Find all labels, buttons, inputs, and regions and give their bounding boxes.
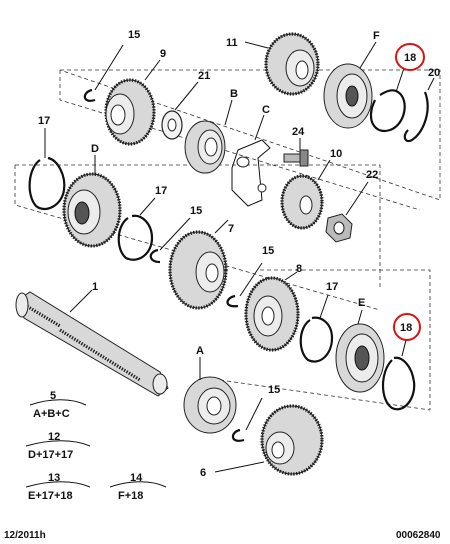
primary-shaft-1 xyxy=(15,291,169,397)
label-6: 6 xyxy=(200,467,206,479)
label-17-left: 17 xyxy=(38,115,50,127)
assembly-frames xyxy=(14,69,441,411)
synchro-ring-18-bottom xyxy=(381,356,416,411)
synchro-ring-18-top xyxy=(369,89,406,133)
label-E: E xyxy=(358,297,365,309)
label-8: 8 xyxy=(296,263,302,275)
gear-7 xyxy=(168,230,228,310)
circlip-20 xyxy=(403,91,429,143)
label-18-top: 18 xyxy=(404,52,416,64)
bolt-24 xyxy=(283,149,309,167)
legend-14-value: F+18 xyxy=(118,490,143,502)
label-17-right: 17 xyxy=(326,281,338,293)
label-17-mid: 17 xyxy=(155,185,167,197)
label-20: 20 xyxy=(428,67,440,79)
synchro-F xyxy=(323,63,373,129)
legend-14-key: 14 xyxy=(130,472,143,484)
label-9: 9 xyxy=(160,48,166,60)
synchro-ring-17-right xyxy=(299,316,334,363)
legend-13-value: E+17+18 xyxy=(28,490,73,502)
legend-12-value: D+17+17 xyxy=(28,449,73,461)
synchro-ring-17-left xyxy=(28,156,66,211)
callout-labels: 15 9 21 B 11 F 18 20 C 24 10 22 17 D 17 … xyxy=(38,29,440,479)
legend-5-key: 5 xyxy=(50,390,56,402)
gear-8 xyxy=(244,276,300,352)
label-11: 11 xyxy=(226,37,238,49)
label-24: 24 xyxy=(292,126,305,138)
circlip-15-top xyxy=(83,88,96,102)
label-10: 10 xyxy=(330,148,342,160)
legend-12-key: 12 xyxy=(48,431,60,443)
label-C: C xyxy=(262,104,270,116)
label-7: 7 xyxy=(228,223,234,235)
gear-11 xyxy=(264,32,320,96)
label-15-row3: 15 xyxy=(262,245,274,257)
washer-21 xyxy=(161,110,183,140)
gear-9 xyxy=(104,78,156,146)
label-15-mid: 15 xyxy=(190,205,202,217)
label-22: 22 xyxy=(366,169,378,181)
label-21: 21 xyxy=(198,70,210,82)
bearing-A xyxy=(183,376,237,434)
selector-bracket-C xyxy=(231,139,271,207)
gear-6 xyxy=(260,404,324,476)
synchro-ring-17-mid xyxy=(117,214,154,261)
legend-13-key: 13 xyxy=(48,472,60,484)
label-15-bottom: 15 xyxy=(268,384,280,396)
legend-5-value: A+B+C xyxy=(33,408,70,420)
label-15-top: 15 xyxy=(128,29,140,41)
highlight-18-top xyxy=(395,43,425,71)
label-18-bottom: 18 xyxy=(400,322,412,334)
label-D: D xyxy=(91,143,99,155)
circlip-15-mid xyxy=(149,248,161,264)
kit-legend: 5 A+B+C 12 D+17+17 13 E+17+18 14 F+18 xyxy=(25,390,167,502)
label-F: F xyxy=(373,30,380,42)
bearing-B xyxy=(184,120,226,174)
footer-date: 12/2011h xyxy=(4,530,46,541)
label-B: B xyxy=(230,88,238,100)
footer-reference: 00062840 xyxy=(396,530,441,541)
highlight-18-bottom xyxy=(393,313,421,341)
label-A: A xyxy=(196,345,204,357)
label-1: 1 xyxy=(92,281,98,293)
synchro-E xyxy=(335,323,385,393)
gear-10 xyxy=(280,174,324,230)
footer: 12/2011h 00062840 xyxy=(4,530,441,541)
circlip-15-bottom xyxy=(231,428,245,442)
gear-D xyxy=(62,172,122,248)
nut-22 xyxy=(325,213,353,243)
circlip-15-row3 xyxy=(226,294,239,308)
